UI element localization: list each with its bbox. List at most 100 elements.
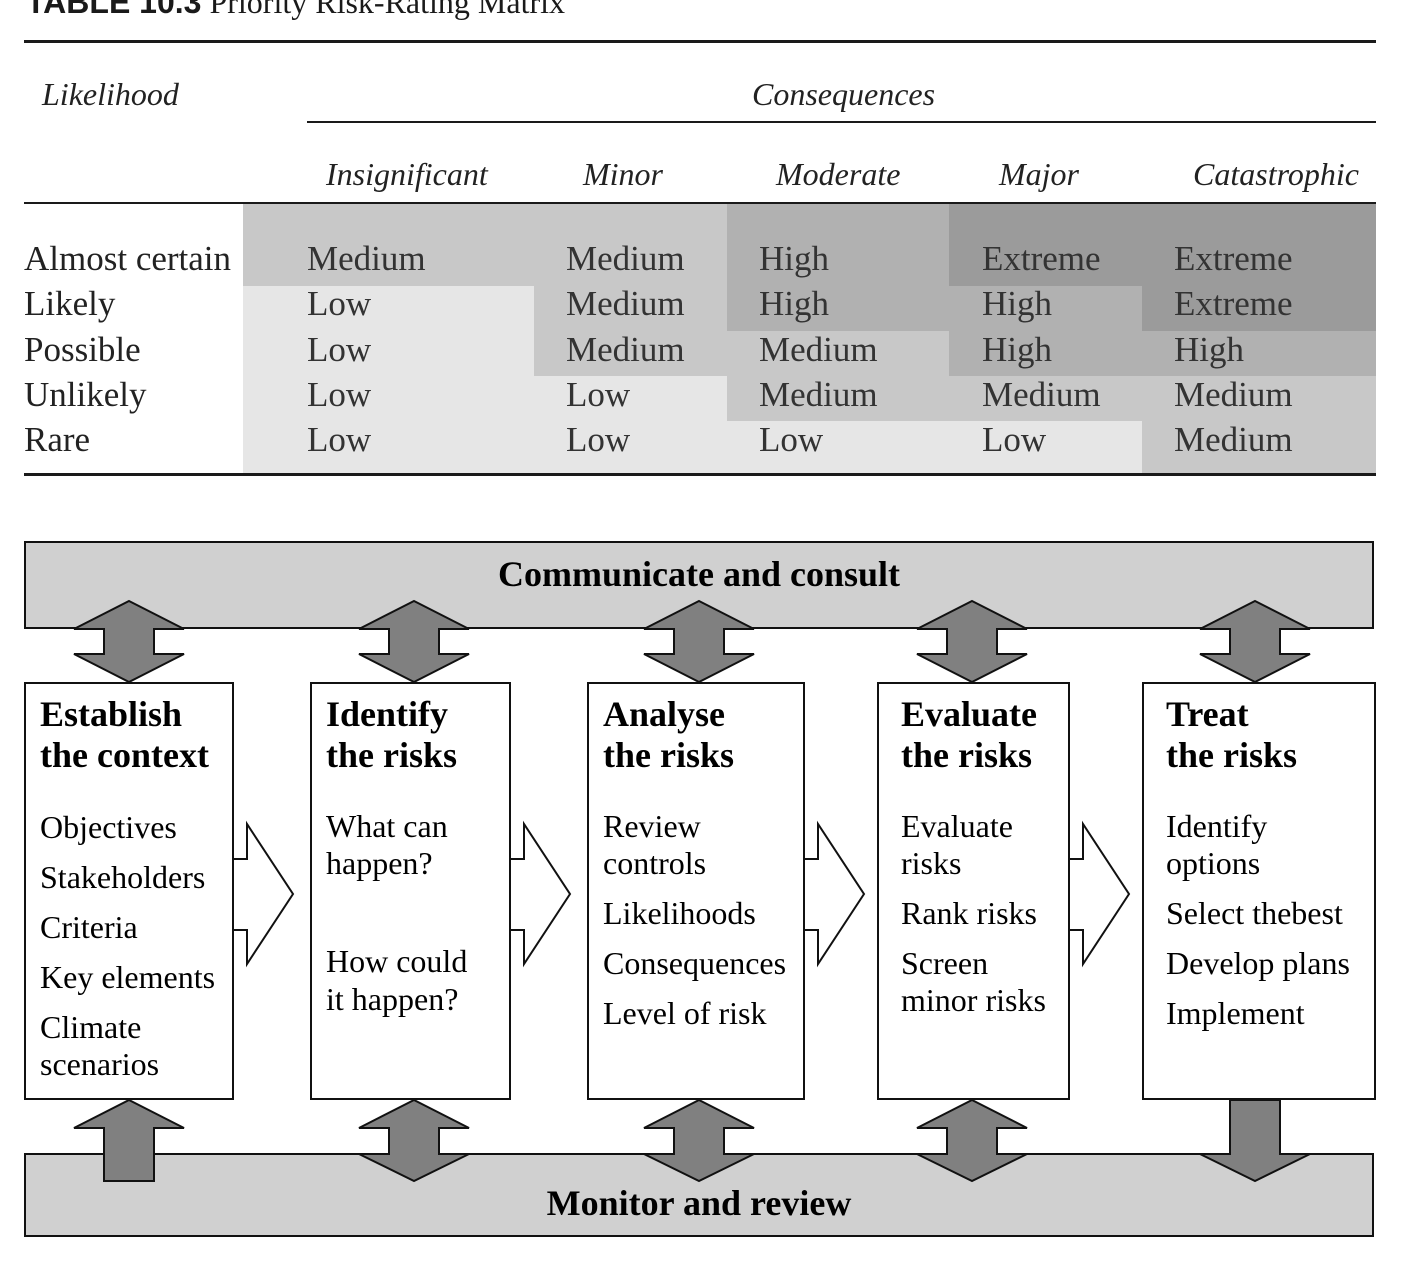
risk-level: Medium <box>982 375 1101 414</box>
matrix-cell-unlikely-minor <box>534 376 727 421</box>
step-item: scenarios <box>40 1046 160 1082</box>
risk-level: Medium <box>566 239 685 278</box>
risk-level: Low <box>307 330 372 369</box>
table-top-rule <box>24 40 1376 43</box>
matrix-cell-possible-moderate <box>727 331 949 376</box>
risk-level: Medium <box>759 375 878 414</box>
step-item: Screen <box>901 945 989 981</box>
right-arrow-icon <box>803 820 866 968</box>
risk-level: High <box>1174 330 1244 369</box>
step-item: Stakeholders <box>40 859 206 895</box>
step-item: Likelihoods <box>603 895 756 931</box>
matrix-cell-likely-insignificant <box>243 286 534 331</box>
consequences-rule <box>307 121 1376 123</box>
step-item: How could <box>326 943 468 979</box>
step-item: What can <box>326 808 448 844</box>
risk-level: Medium <box>759 330 878 369</box>
right-arrow-icon <box>1068 820 1131 968</box>
step-item: Criteria <box>40 909 138 945</box>
matrix-cell-rare-catastrophic <box>1142 421 1376 473</box>
column-header-catastrophic: Catastrophic <box>1193 156 1359 192</box>
row-label-almost-certain: Almost certain <box>24 239 232 278</box>
step-item: Select thebest <box>1166 895 1343 931</box>
matrix-cell-rare-moderate <box>727 421 949 473</box>
step-item: Climate <box>40 1009 142 1045</box>
risk-level: Low <box>566 420 631 459</box>
matrix-cell-likely-major <box>949 286 1142 331</box>
right-arrow-icon <box>509 820 572 968</box>
matrix-cell-almost-certain-catastrophic <box>1142 204 1376 286</box>
communicate-band: Communicate and consult <box>24 541 1374 629</box>
matrix-cell-likely-catastrophic <box>1142 286 1376 331</box>
risk-level: Low <box>759 420 824 459</box>
column-header-moderate: Moderate <box>776 156 901 192</box>
step-item: Key elements <box>40 959 216 995</box>
matrix-cell-possible-minor <box>534 331 727 376</box>
table-number: TABLE 10.3 <box>26 0 202 20</box>
monitor-band: Monitor and review <box>24 1153 1374 1237</box>
matrix-cell-unlikely-catastrophic <box>1142 376 1376 421</box>
row-label-unlikely: Unlikely <box>24 375 147 414</box>
table-title: Priority Risk-Rating Matrix <box>209 0 565 20</box>
matrix-cell-unlikely-moderate <box>727 376 949 421</box>
risk-level: Low <box>982 420 1047 459</box>
risk-level: Low <box>566 375 631 414</box>
risk-level: Medium <box>307 239 426 278</box>
risk-level: High <box>759 284 829 323</box>
risk-level: Low <box>307 284 372 323</box>
row-label-likely: Likely <box>24 284 116 323</box>
step-item: Consequences <box>603 945 787 981</box>
consequences-header: Consequences <box>752 76 936 112</box>
row-label-possible: Possible <box>24 330 141 369</box>
matrix-cell-rare-insignificant <box>243 421 534 473</box>
row-label-rare: Rare <box>24 420 91 459</box>
matrix-cell-likely-minor <box>534 286 727 331</box>
risk-level: High <box>759 239 829 278</box>
step-item: controls <box>603 845 707 881</box>
column-header-major: Major <box>999 156 1079 192</box>
table-bottom-rule <box>24 473 1376 476</box>
matrix-cell-rare-minor <box>534 421 727 473</box>
matrix-cell-likely-moderate <box>727 286 949 331</box>
risk-level: Medium <box>1174 375 1293 414</box>
matrix-cell-unlikely-major <box>949 376 1142 421</box>
header-rule <box>24 202 1376 204</box>
matrix-cell-almost-certain-major <box>949 204 1142 286</box>
step-item: Evaluate <box>901 808 1013 844</box>
table-caption: TABLE 10.3 Priority Risk-Rating Matrix <box>26 0 565 18</box>
risk-level: Medium <box>566 284 685 323</box>
matrix-cell-almost-certain-moderate <box>727 204 949 286</box>
risk-level: Extreme <box>1174 284 1293 323</box>
step-item: it happen? <box>326 981 459 1017</box>
step-item: Level of risk <box>603 995 767 1031</box>
step-item: options <box>1166 845 1261 881</box>
matrix-cell-rare-major <box>949 421 1142 473</box>
column-header-minor: Minor <box>583 156 663 192</box>
risk-level: Extreme <box>982 239 1101 278</box>
matrix-cell-possible-major <box>949 331 1142 376</box>
risk-level: Medium <box>1174 420 1293 459</box>
risk-level: Medium <box>566 330 685 369</box>
matrix-cell-possible-insignificant <box>243 331 534 376</box>
step-item: Objectives <box>40 809 177 845</box>
risk-level: Extreme <box>1174 239 1293 278</box>
risk-level: Low <box>307 375 372 414</box>
monitor-label: Monitor and review <box>546 1183 852 1223</box>
step-item: minor risks <box>901 982 1046 1018</box>
communicate-label: Communicate and consult <box>497 554 901 594</box>
risk-level: High <box>982 284 1052 323</box>
risk-level: Low <box>307 420 372 459</box>
column-header-insignificant: Insignificant <box>326 156 488 192</box>
step-item: risks <box>901 845 962 881</box>
right-arrow-icon <box>232 820 295 968</box>
